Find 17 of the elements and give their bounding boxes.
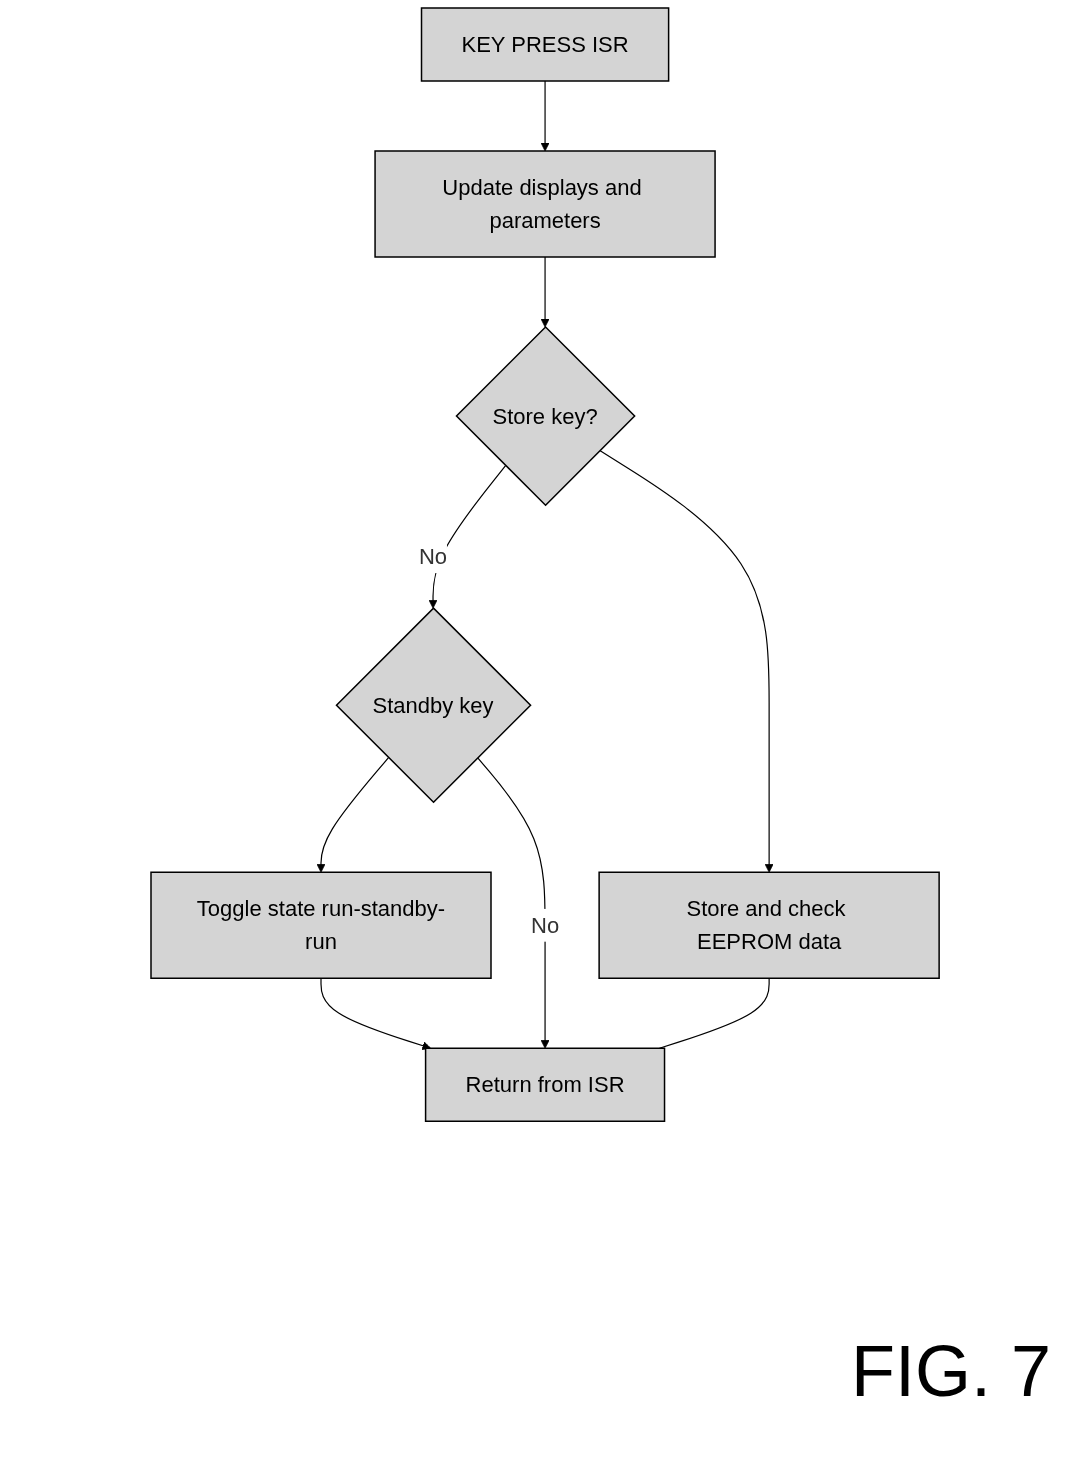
- edge-label: No: [531, 912, 560, 938]
- arrow: [477, 757, 550, 1049]
- arrow: [317, 757, 390, 873]
- node-diamond: Standby key: [335, 607, 533, 804]
- arrow: [541, 256, 550, 328]
- arrow: [320, 977, 432, 1051]
- connector: [659, 977, 771, 1049]
- node-box: KEY PRESS ISR: [421, 7, 670, 82]
- node-diamond: Store key?: [455, 325, 637, 507]
- arrow: [599, 449, 774, 873]
- edge-label: No: [419, 544, 448, 570]
- node-box: Toggle state run-standby-run: [150, 871, 493, 979]
- arrow: [541, 80, 550, 152]
- node-box: Store and check EEPROM data: [598, 871, 941, 979]
- node-box: Return from ISR: [425, 1047, 666, 1122]
- figure-caption: FIG. 7: [849, 1330, 1052, 1412]
- node-box: Update displays and parameters: [374, 150, 717, 258]
